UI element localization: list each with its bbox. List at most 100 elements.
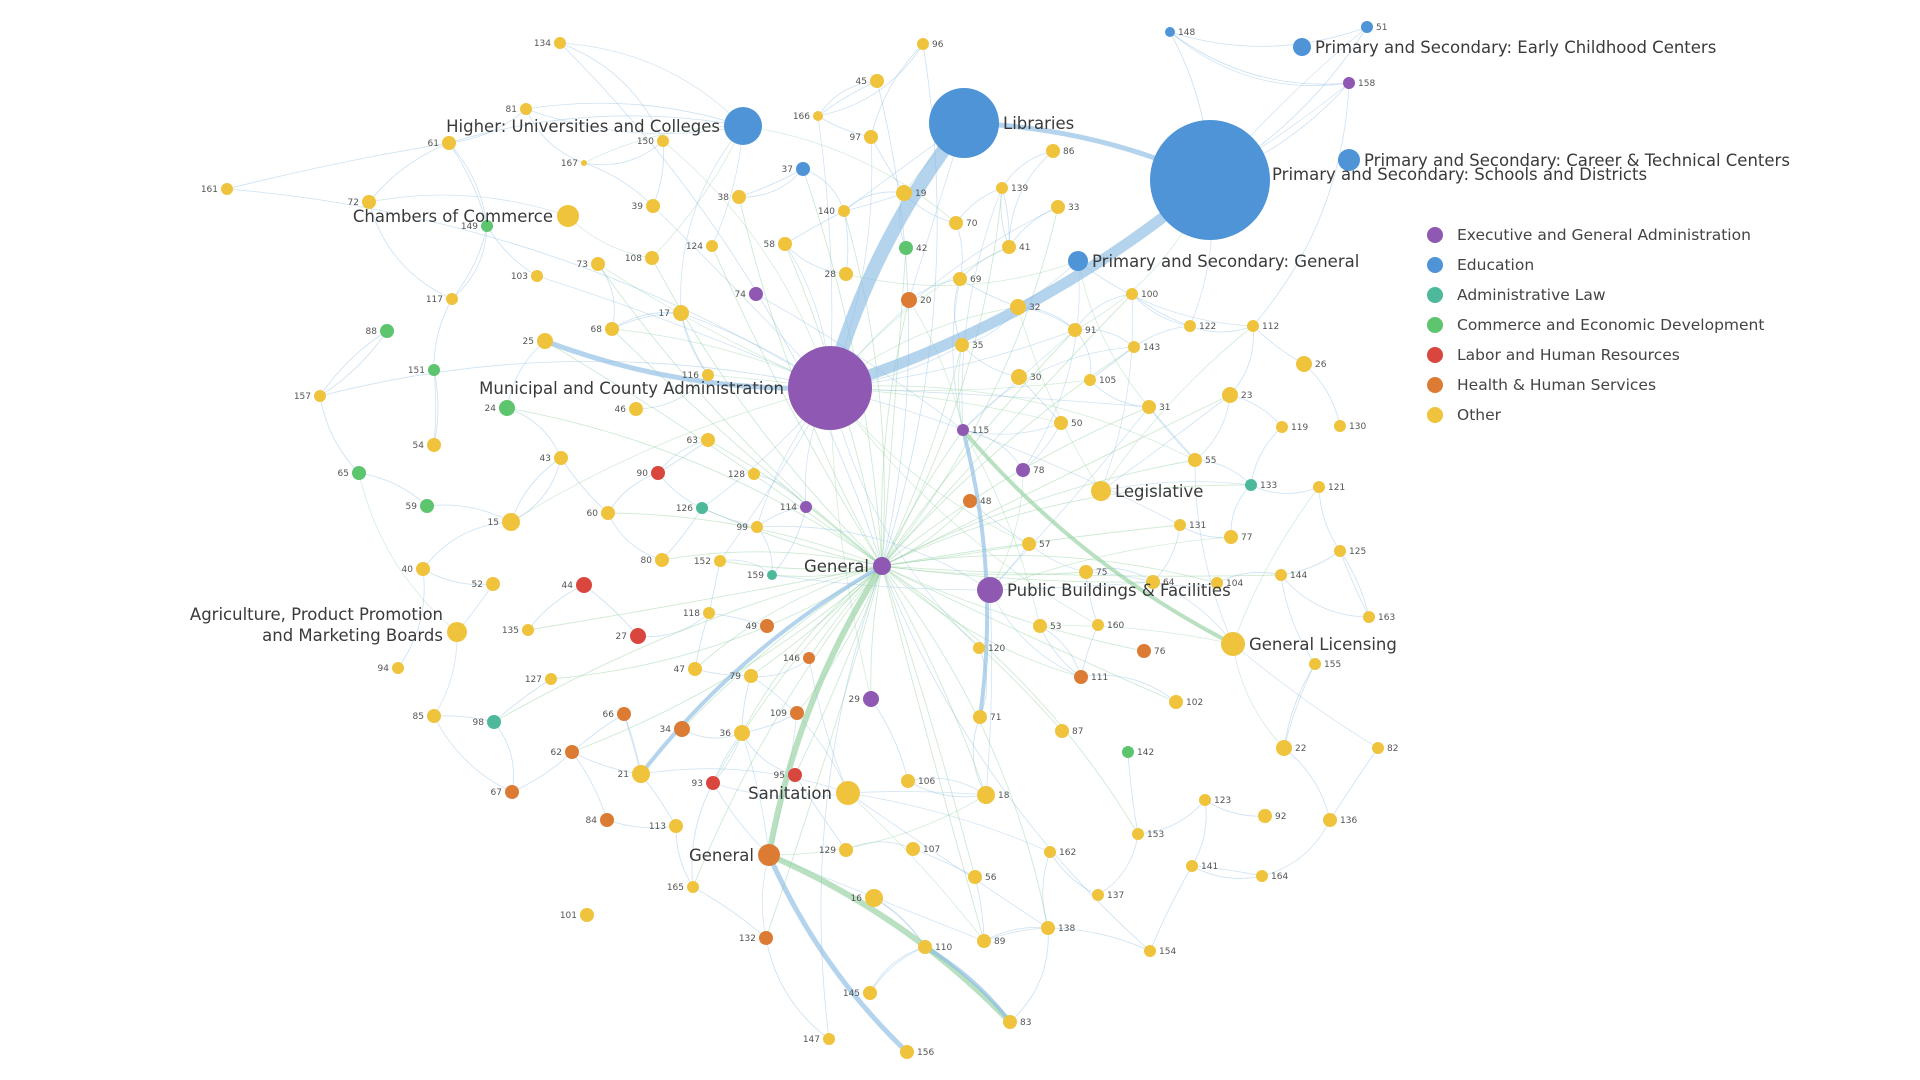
major-node-M1[interactable] (788, 346, 872, 430)
node-18[interactable] (977, 786, 995, 804)
node-135[interactable] (522, 624, 534, 636)
node-64[interactable] (1146, 575, 1160, 589)
node-98[interactable] (487, 715, 501, 729)
node-81[interactable] (520, 103, 532, 115)
node-139[interactable] (996, 182, 1008, 194)
node-114[interactable] (800, 501, 812, 513)
node-59[interactable] (420, 499, 434, 513)
node-29[interactable] (863, 691, 879, 707)
node-112[interactable] (1247, 320, 1259, 332)
node-30[interactable] (1011, 369, 1027, 385)
node-158[interactable] (1343, 77, 1355, 89)
node-154[interactable] (1144, 945, 1156, 957)
node-153[interactable] (1132, 828, 1144, 840)
node-164[interactable] (1256, 870, 1268, 882)
node-56[interactable] (968, 870, 982, 884)
node-155[interactable] (1309, 658, 1321, 670)
node-96[interactable] (917, 38, 929, 50)
node-74[interactable] (749, 287, 763, 301)
node-167[interactable] (581, 160, 587, 166)
node-131[interactable] (1174, 519, 1186, 531)
node-36[interactable] (734, 725, 750, 741)
major-node-M12[interactable] (1221, 632, 1245, 656)
node-129[interactable] (839, 843, 853, 857)
node-16[interactable] (865, 889, 883, 907)
node-35[interactable] (955, 338, 969, 352)
major-node-M3[interactable] (929, 88, 999, 158)
node-33[interactable] (1051, 200, 1065, 214)
major-node-M7[interactable] (1068, 251, 1088, 271)
node-58[interactable] (778, 237, 792, 251)
node-71[interactable] (973, 710, 987, 724)
node-140[interactable] (838, 205, 850, 217)
node-77[interactable] (1224, 530, 1238, 544)
node-48[interactable] (963, 494, 977, 508)
node-148[interactable] (1165, 27, 1175, 37)
node-57[interactable] (1022, 537, 1036, 551)
node-123[interactable] (1199, 794, 1211, 806)
node-127[interactable] (545, 673, 557, 685)
node-138[interactable] (1041, 921, 1055, 935)
node-163[interactable] (1363, 611, 1375, 623)
node-22[interactable] (1276, 740, 1292, 756)
major-node-M10[interactable] (977, 577, 1003, 603)
node-149[interactable] (481, 220, 493, 232)
node-109[interactable] (790, 706, 804, 720)
node-159[interactable] (767, 570, 777, 580)
node-106[interactable] (901, 774, 915, 788)
node-142[interactable] (1122, 746, 1134, 758)
node-134[interactable] (554, 37, 566, 49)
node-88[interactable] (380, 324, 394, 338)
node-46[interactable] (629, 402, 643, 416)
node-44[interactable] (576, 577, 592, 593)
node-78[interactable] (1016, 463, 1030, 477)
node-54[interactable] (427, 438, 441, 452)
node-156[interactable] (900, 1045, 914, 1059)
node-165[interactable] (687, 881, 699, 893)
node-67[interactable] (505, 785, 519, 799)
node-23[interactable] (1222, 387, 1238, 403)
node-141[interactable] (1186, 860, 1198, 872)
node-166[interactable] (813, 111, 823, 121)
node-93[interactable] (706, 776, 720, 790)
node-151[interactable] (428, 364, 440, 376)
node-34[interactable] (674, 721, 690, 737)
node-27[interactable] (630, 628, 646, 644)
node-90[interactable] (651, 466, 665, 480)
major-node-M11[interactable] (1091, 481, 1111, 501)
node-130[interactable] (1334, 420, 1346, 432)
node-105[interactable] (1084, 374, 1096, 386)
node-49[interactable] (760, 619, 774, 633)
node-17[interactable] (673, 305, 689, 321)
node-95[interactable] (788, 768, 802, 782)
major-node-M2[interactable] (1150, 120, 1270, 240)
node-89[interactable] (977, 934, 991, 948)
node-62[interactable] (565, 745, 579, 759)
node-66[interactable] (617, 707, 631, 721)
node-144[interactable] (1275, 569, 1287, 581)
node-26[interactable] (1296, 356, 1312, 372)
node-147[interactable] (823, 1033, 835, 1045)
node-99[interactable] (751, 521, 763, 533)
node-84[interactable] (600, 813, 614, 827)
node-145[interactable] (863, 986, 877, 1000)
node-157[interactable] (314, 390, 326, 402)
node-45[interactable] (870, 74, 884, 88)
node-133[interactable] (1245, 479, 1257, 491)
node-87[interactable] (1055, 724, 1069, 738)
node-161[interactable] (221, 183, 233, 195)
node-31[interactable] (1142, 400, 1156, 414)
node-41[interactable] (1002, 240, 1016, 254)
node-61[interactable] (442, 136, 456, 150)
node-122[interactable] (1184, 320, 1196, 332)
node-79[interactable] (744, 669, 758, 683)
node-52[interactable] (486, 577, 500, 591)
node-150[interactable] (657, 135, 669, 147)
node-38[interactable] (732, 190, 746, 204)
node-25[interactable] (537, 333, 553, 349)
node-119[interactable] (1276, 421, 1288, 433)
node-125[interactable] (1334, 545, 1346, 557)
node-83[interactable] (1003, 1015, 1017, 1029)
major-node-M8[interactable] (557, 205, 579, 227)
node-50[interactable] (1054, 416, 1068, 430)
